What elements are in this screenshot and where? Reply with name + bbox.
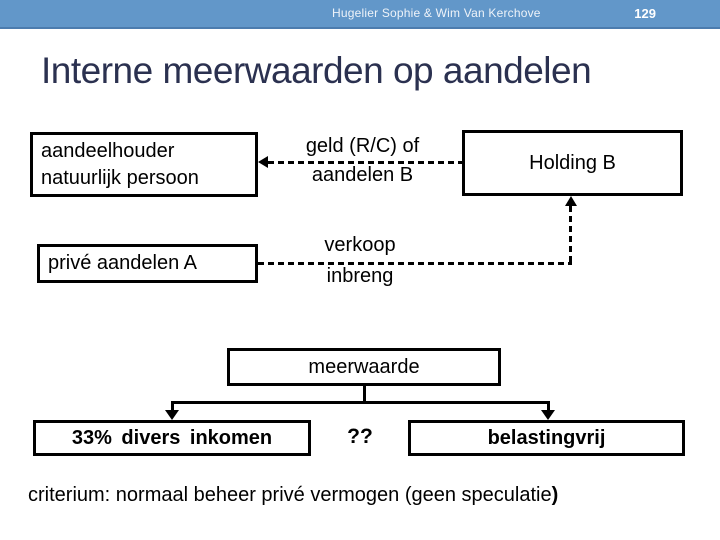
tree-right-arrowhead-down-icon xyxy=(541,410,555,420)
box-holding-b-label: Holding B xyxy=(529,151,616,174)
edge-geld-label-line2: aandelen B xyxy=(311,164,414,186)
tree-left-drop-line xyxy=(171,403,174,412)
edge-verkoop-label-line1: verkoop xyxy=(324,234,396,256)
question-marks-label: ?? xyxy=(347,425,373,448)
header-authors: Hugelier Sophie & Wim Van Kerchove xyxy=(332,6,541,20)
box-belastingvrij-label: belastingvrij xyxy=(487,426,606,449)
box-prive-aandelen-a: privé aandelen A xyxy=(37,244,258,283)
footer-criterium-bold-paren: ) xyxy=(551,484,559,506)
tree-left-arrowhead-down-icon xyxy=(165,410,179,420)
page-number: 129 xyxy=(634,6,656,21)
tree-horizontal-line xyxy=(171,401,550,404)
box-belastingvrij: belastingvrij xyxy=(408,420,685,456)
footer-criterium-text: criterium: normaal beheer privé vermogen… xyxy=(28,484,552,506)
header-bar: Hugelier Sophie & Wim Van Kerchove 129 xyxy=(0,0,720,29)
slide-title: Interne meerwaarden op aandelen xyxy=(41,50,592,91)
box-aandeelhouder-line1: aandeelhouder xyxy=(41,139,175,162)
box-prive-aandelen-a-label: privé aandelen A xyxy=(48,252,198,274)
tree-right-drop-line xyxy=(547,403,550,412)
edge-verkoop-label-line2: inbreng xyxy=(326,265,394,287)
edge-geld-line xyxy=(268,161,462,164)
edge-verkoop-line-vertical xyxy=(569,206,572,263)
box-meerwaarde: meerwaarde xyxy=(227,348,501,386)
box-aandeelhouder-line2: natuurlijk persoon xyxy=(41,166,199,189)
footer-criterium: criterium: normaal beheer privé vermogen… xyxy=(28,484,558,507)
box-holding-b: Holding B xyxy=(462,130,683,196)
tree-stub-line xyxy=(363,386,366,403)
edge-verkoop-arrowhead-up-icon xyxy=(565,196,577,206)
edge-geld-label-line1: geld (R/C) of xyxy=(305,135,420,157)
box-meerwaarde-label: meerwaarde xyxy=(308,355,420,378)
box-divers-inkomen: 33% divers inkomen xyxy=(33,420,311,456)
edge-verkoop-line-horizontal xyxy=(258,262,572,265)
box-divers-inkomen-label: 33% divers inkomen xyxy=(71,426,273,449)
edge-geld-arrowhead-left-icon xyxy=(258,156,268,168)
box-aandeelhouder: aandeelhouder natuurlijk persoon xyxy=(30,132,258,197)
